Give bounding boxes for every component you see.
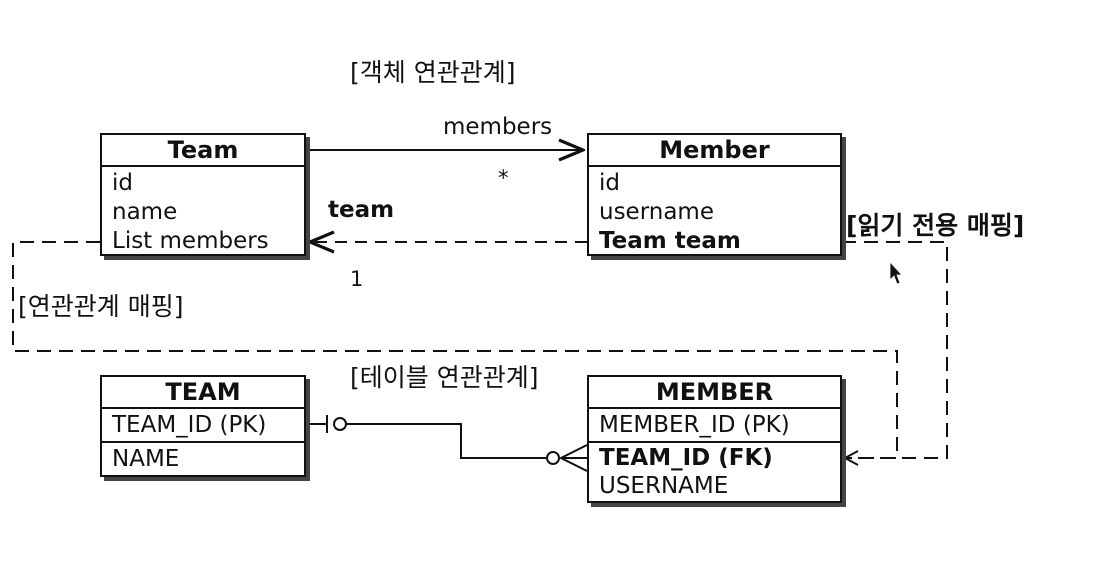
member-field-id: id (599, 170, 620, 196)
one-multiplicity: 1 (350, 267, 364, 291)
member-field-username: username (599, 199, 714, 225)
erd-crowfoot (558, 444, 588, 472)
member-table-col-username: USERNAME (599, 473, 729, 499)
readonly-dashed-path (842, 241, 948, 459)
readonly-mapping-label: [읽기 전용 매핑] (846, 211, 1025, 240)
team-field-members: List members (112, 228, 269, 254)
erd-one-circle (333, 417, 347, 431)
team-table-box: TEAM TEAM_ID (PK) NAME (100, 375, 306, 477)
member-table-box: MEMBER MEMBER_ID (PK) TEAM_ID (FK) USERN… (587, 375, 842, 503)
team-class-box: Team id name List members (100, 133, 306, 256)
team-table-pk: TEAM_ID (PK) (112, 412, 267, 438)
member-class-box: Member id username Team team (587, 133, 842, 256)
team-table-col-name: NAME (102, 441, 304, 475)
member-field-team: Team team (599, 228, 741, 254)
erd-many-circle (546, 451, 560, 465)
member-table-fk: TEAM_ID (FK) (589, 441, 840, 473)
fk-arrowhead (842, 450, 859, 466)
member-class-name: Member (589, 135, 840, 167)
members-edge-label: members (443, 114, 553, 140)
team-class-name: Team (102, 135, 304, 167)
table-relationship-title: [테이블 연관관계] (350, 363, 539, 392)
team-field-id: id (112, 170, 133, 196)
member-table-pk: MEMBER_ID (PK) (599, 412, 790, 438)
member-table-name: MEMBER (589, 377, 840, 409)
team-field-name: name (112, 199, 178, 225)
object-relationship-title: [객체 연관관계] (350, 58, 516, 87)
mouse-cursor-icon (889, 260, 903, 285)
erd-relationship-line (306, 423, 546, 459)
many-multiplicity: * (498, 166, 509, 190)
association-mapping-label: [연관관계 매핑] (18, 292, 184, 321)
team-edge-label: team (328, 197, 395, 223)
team-table-name: TEAM (102, 377, 304, 409)
